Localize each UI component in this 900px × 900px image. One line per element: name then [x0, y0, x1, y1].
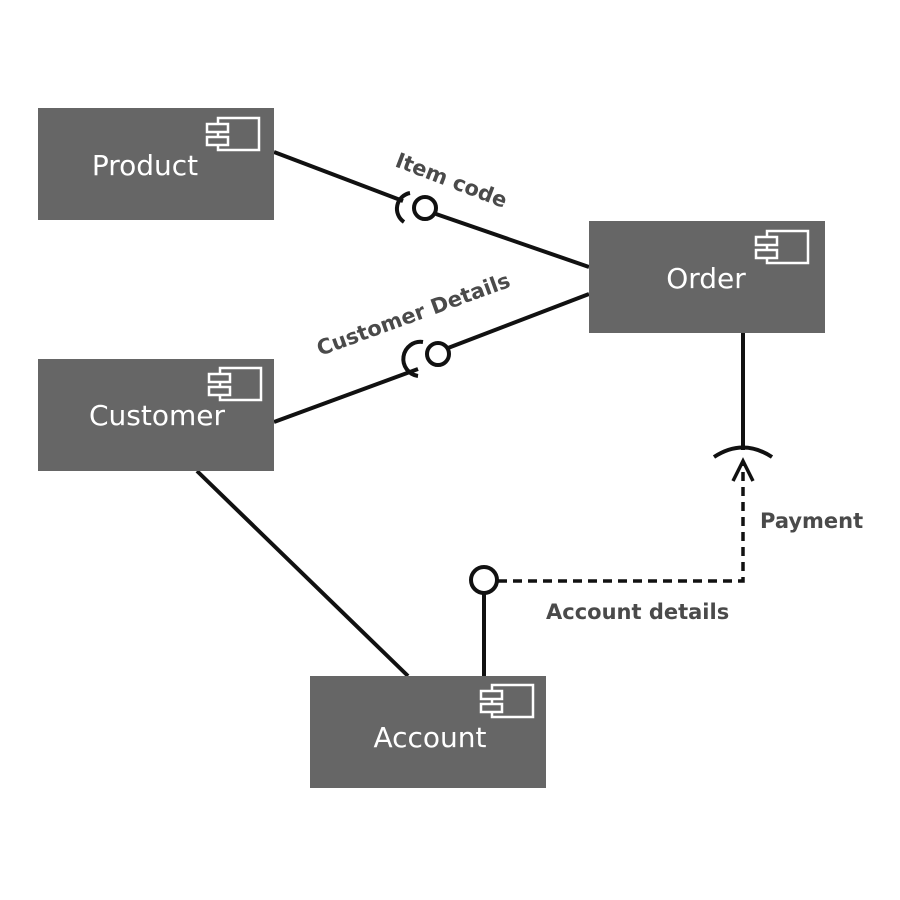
component-box	[38, 359, 274, 471]
component-customer[interactable]: Customer	[38, 359, 274, 471]
component-account[interactable]: Account	[310, 676, 546, 788]
customer-account-connector	[195, 469, 410, 678]
item-code-socket-icon	[394, 191, 411, 224]
interface-labels: Item code Customer Details Payment Accou…	[314, 148, 864, 624]
order-item-code-connector	[435, 212, 590, 269]
customer-details-label: Customer Details	[314, 268, 514, 360]
customer-details-socket-icon	[401, 339, 424, 378]
customer-details-ball-icon	[425, 341, 451, 367]
product-item-code-connector	[273, 150, 404, 203]
account-details-label: Account details	[546, 600, 729, 624]
component-product[interactable]: Product	[38, 108, 274, 220]
component-box	[38, 108, 274, 220]
component-order[interactable]: Order	[589, 221, 825, 333]
dependency-arrowhead	[731, 457, 755, 482]
component-icon	[479, 683, 535, 719]
payment-label: Payment	[760, 509, 863, 533]
customer-details-connector	[273, 367, 419, 424]
component-icon	[754, 229, 810, 265]
component-name: Customer	[89, 399, 225, 432]
component-box	[310, 676, 546, 788]
payment-dependency-line	[498, 464, 745, 583]
account-details-ball-icon	[469, 565, 499, 595]
item-code-ball-icon	[412, 195, 438, 221]
component-icon	[205, 116, 261, 152]
component-box	[589, 221, 825, 333]
component-name: Product	[92, 149, 198, 182]
component-name: Account	[373, 721, 486, 754]
item-code-label: Item code	[392, 148, 510, 212]
payment-socket-icon	[712, 445, 774, 459]
connectors	[195, 150, 755, 678]
component-name: Order	[666, 262, 746, 295]
order-customer-details-connector	[447, 292, 590, 350]
interface-symbols	[394, 191, 774, 595]
component-icon	[207, 366, 263, 402]
